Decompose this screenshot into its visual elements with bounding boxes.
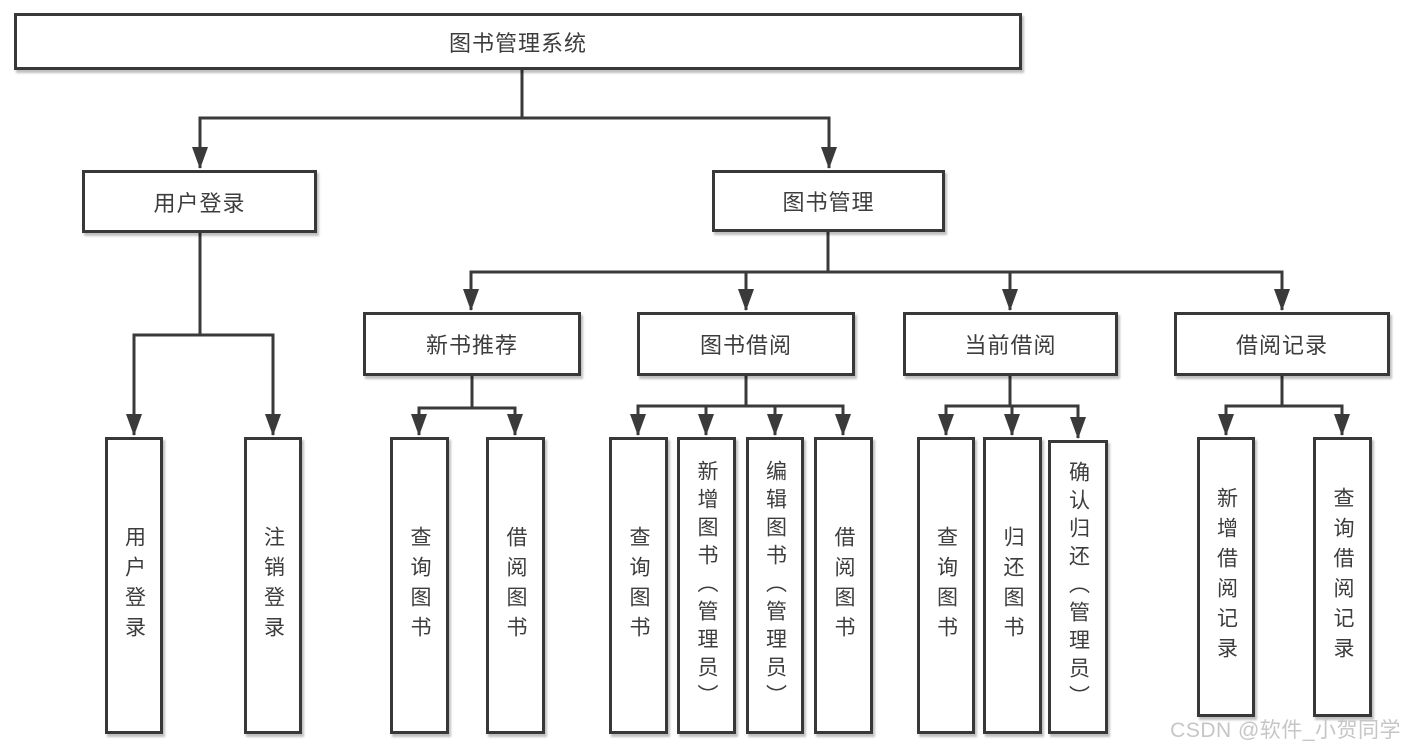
leaf-query-books: 查询图书: [609, 437, 668, 734]
connector-user-login-branch: [126, 233, 281, 436]
leaf-query-books: 查询图书: [917, 437, 975, 734]
leaf-query-borrow-record: 查询借阅记录: [1313, 437, 1372, 717]
node-label: 新增借阅记录: [1214, 487, 1238, 667]
node-label: 图书管理: [782, 190, 875, 215]
node-label: 注销登录: [261, 525, 285, 646]
node-label: 查询图书: [627, 525, 650, 646]
leaf-borrow-books: 借阅图书: [486, 437, 545, 734]
node-label: 新增图书（管理员）: [695, 459, 718, 712]
leaf-user-login: 用户登录: [105, 437, 163, 734]
leaf-edit-book-admin: 编辑图书（管理员）: [746, 437, 804, 734]
node-label: 查询图书: [408, 525, 431, 646]
node-label: 归还图书: [1001, 525, 1024, 646]
leaf-add-book-admin: 新增图书（管理员）: [677, 437, 736, 734]
leaf-add-borrow-record: 新增借阅记录: [1197, 437, 1255, 717]
node-label: 确认归还（管理员）: [1066, 461, 1090, 713]
connector-root-to-level2: [192, 70, 837, 169]
leaf-logout: 注销登录: [244, 437, 302, 734]
node-label: 图书管理系统: [448, 30, 587, 56]
node-label: 查询图书: [934, 525, 958, 646]
connector-records-branch: [1218, 376, 1350, 436]
node-label: 新书推荐: [425, 333, 518, 358]
node-label: 借阅图书: [504, 525, 527, 646]
node-label: 借阅图书: [832, 525, 855, 646]
connector-book-mgmt-branch: [463, 232, 1290, 311]
node-label: 编辑图书（管理员）: [763, 459, 787, 712]
connector-new-book-branch: [411, 376, 523, 436]
leaf-query-books: 查询图书: [390, 437, 449, 734]
node-label: 用户登录: [153, 190, 246, 216]
node-label: 当前借阅: [964, 333, 1057, 358]
csdn-watermark: CSDN @软件_小贺同学: [1170, 719, 1401, 742]
node-library-management-system: 图书管理系统: [14, 13, 1022, 70]
leaf-confirm-return-admin: 确认归还（管理员）: [1048, 440, 1108, 734]
node-book-management: 图书管理: [712, 170, 945, 232]
node-label: 查询借阅记录: [1331, 487, 1354, 667]
node-new-book-recommendation: 新书推荐: [363, 312, 581, 376]
node-label: 用户登录: [122, 525, 146, 646]
leaf-borrow-books: 借阅图书: [814, 437, 873, 734]
node-label: 图书借阅: [699, 333, 792, 358]
node-user-login: 用户登录: [82, 170, 317, 233]
node-borrowing-records: 借阅记录: [1174, 312, 1390, 376]
node-current-borrowing: 当前借阅: [903, 312, 1118, 376]
node-book-borrowing: 图书借阅: [637, 312, 855, 376]
leaf-return-books: 归还图书: [983, 437, 1042, 734]
connector-borrowing-branch: [630, 376, 851, 436]
connector-current-borrow-branch: [938, 376, 1086, 439]
node-label: 借阅记录: [1235, 333, 1328, 358]
